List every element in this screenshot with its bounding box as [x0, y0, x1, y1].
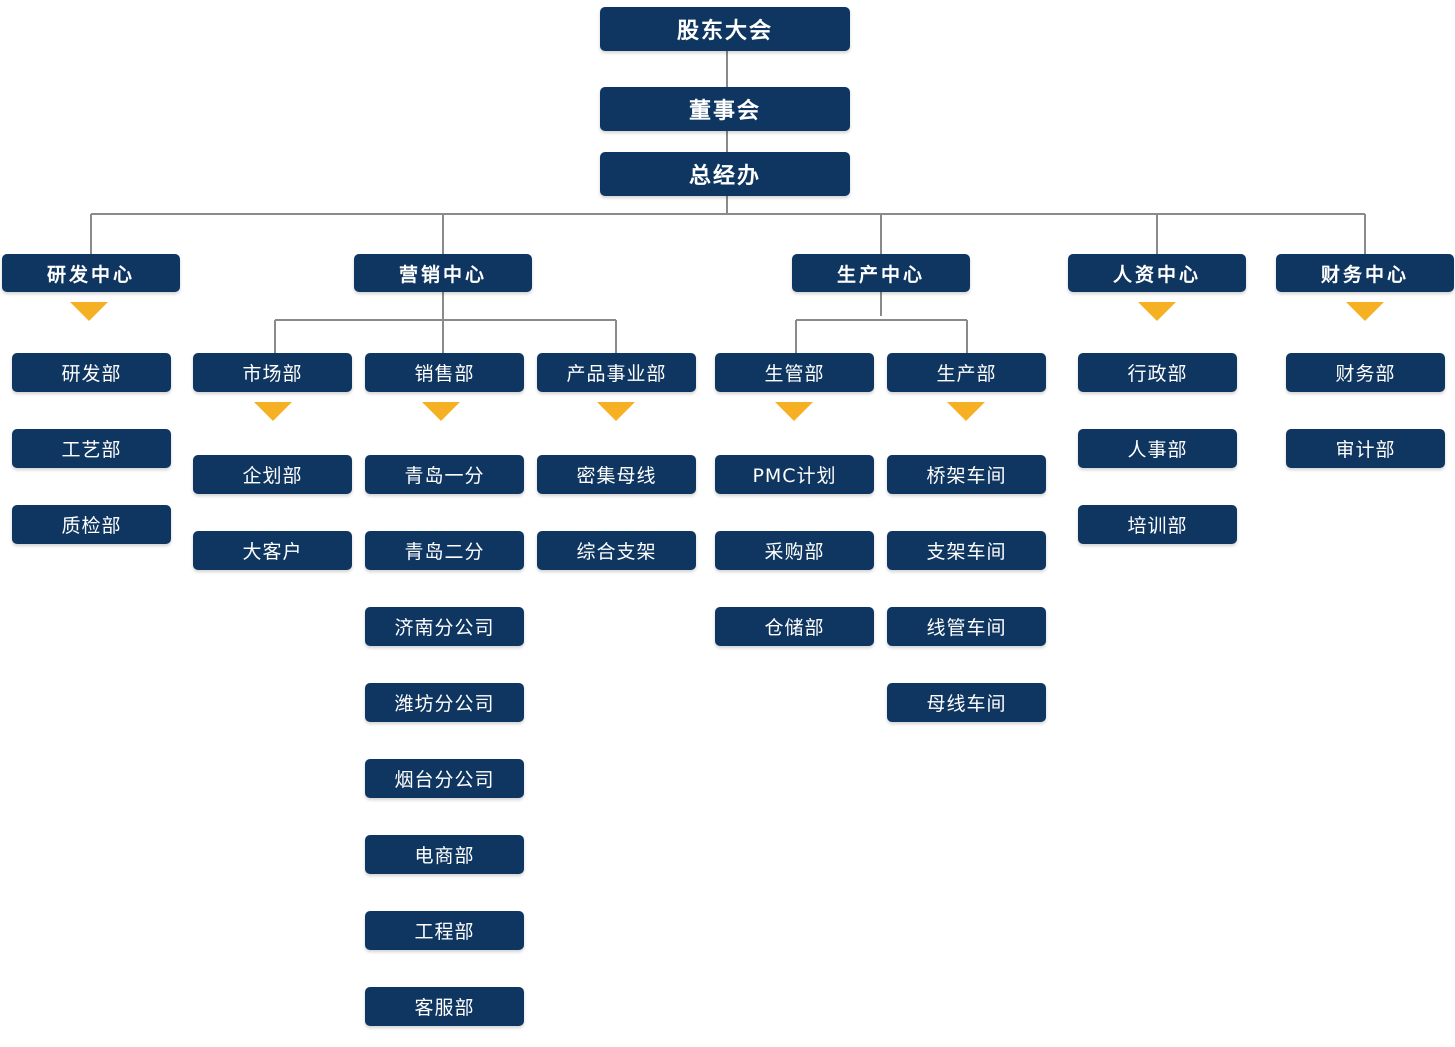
shareholders-meeting-label: 股东大会: [676, 19, 773, 44]
bracket-workshop-label: 支架车间: [926, 541, 1007, 563]
purchasing-dept-label: 采购部: [764, 541, 825, 563]
production-dept-arrow-icon: [947, 402, 985, 421]
planning-dept-box: 企划部: [193, 455, 352, 494]
qingdao-branch-1-label: 青岛一分: [404, 465, 485, 487]
hr-center-box: 人资中心: [1068, 254, 1246, 292]
admin-dept-box: 行政部: [1078, 353, 1237, 392]
bracket-workshop-box: 支架车间: [887, 531, 1046, 570]
finance-arrow-icon: [1346, 302, 1384, 321]
rnd-center-label: 研发中心: [46, 263, 135, 286]
weifang-branch-box: 潍坊分公司: [365, 683, 524, 722]
production-dept-box: 生产部: [887, 353, 1046, 392]
audit-dept-label: 审计部: [1335, 439, 1396, 461]
engineering-dept-box: 工程部: [365, 911, 524, 950]
busway-label: 密集母线: [576, 465, 657, 487]
busway-box: 密集母线: [537, 455, 696, 494]
finance-center-box: 财务中心: [1276, 254, 1454, 292]
quality-dept-box: 质检部: [12, 505, 171, 544]
audit-dept-box: 审计部: [1286, 429, 1445, 468]
rnd-dept-box: 研发部: [12, 353, 171, 392]
hr-center-label: 人资中心: [1112, 263, 1201, 286]
customer-service-box: 客服部: [365, 987, 524, 1026]
qingdao-branch-2-box: 青岛二分: [365, 531, 524, 570]
training-dept-box: 培训部: [1078, 505, 1237, 544]
support-bracket-label: 综合支架: [576, 541, 657, 563]
sales-arrow-icon: [422, 402, 460, 421]
ecommerce-dept-label: 电商部: [414, 845, 475, 867]
qingdao-branch-1-box: 青岛一分: [365, 455, 524, 494]
production-center-label: 生产中心: [836, 263, 925, 286]
yantai-branch-label: 烟台分公司: [394, 769, 495, 791]
planning-dept-label: 企划部: [242, 465, 303, 487]
product-division-box: 产品事业部: [537, 353, 696, 392]
admin-dept-label: 行政部: [1127, 363, 1188, 385]
process-dept-label: 工艺部: [61, 439, 122, 461]
warehouse-dept-label: 仓储部: [764, 617, 825, 639]
personnel-dept-box: 人事部: [1078, 429, 1237, 468]
production-mgmt-label: 生管部: [764, 363, 825, 385]
quality-dept-label: 质检部: [61, 515, 122, 537]
marketing-center-label: 营销中心: [398, 263, 487, 286]
purchasing-dept-box: 采购部: [715, 531, 874, 570]
market-arrow-icon: [254, 402, 292, 421]
general-manager-office-box: 总经办: [600, 152, 850, 196]
pmc-plan-box: PMC计划: [715, 455, 874, 494]
personnel-dept-label: 人事部: [1127, 439, 1188, 461]
board-of-directors-label: 董事会: [688, 99, 761, 124]
process-dept-box: 工艺部: [12, 429, 171, 468]
cable-tray-workshop-box: 桥架车间: [887, 455, 1046, 494]
sales-dept-label: 销售部: [414, 363, 475, 385]
product-arrow-icon: [597, 402, 635, 421]
conduit-workshop-box: 线管车间: [887, 607, 1046, 646]
market-dept-box: 市场部: [193, 353, 352, 392]
production-center-box: 生产中心: [792, 254, 970, 292]
board-of-directors-box: 董事会: [600, 87, 850, 131]
sales-dept-box: 销售部: [365, 353, 524, 392]
pmc-plan-label: PMC计划: [752, 465, 837, 487]
rnd-dept-label: 研发部: [61, 363, 122, 385]
support-bracket-box: 综合支架: [537, 531, 696, 570]
rnd-arrow-icon: [70, 302, 108, 321]
yantai-branch-box: 烟台分公司: [365, 759, 524, 798]
key-account-box: 大客户: [193, 531, 352, 570]
general-manager-office-label: 总经办: [688, 164, 761, 189]
rnd-center-box: 研发中心: [2, 254, 180, 292]
customer-service-label: 客服部: [414, 997, 475, 1019]
conduit-workshop-label: 线管车间: [926, 617, 1007, 639]
market-dept-label: 市场部: [242, 363, 303, 385]
production-mgmt-arrow-icon: [775, 402, 813, 421]
jinan-branch-box: 济南分公司: [365, 607, 524, 646]
finance-center-label: 财务中心: [1320, 263, 1409, 286]
qingdao-branch-2-label: 青岛二分: [404, 541, 485, 563]
training-dept-label: 培训部: [1127, 515, 1188, 537]
jinan-branch-label: 济南分公司: [394, 617, 495, 639]
finance-dept-label: 财务部: [1335, 363, 1396, 385]
hr-arrow-icon: [1138, 302, 1176, 321]
finance-dept-box: 财务部: [1286, 353, 1445, 392]
weifang-branch-label: 潍坊分公司: [394, 693, 495, 715]
production-dept-label: 生产部: [936, 363, 997, 385]
shareholders-meeting-box: 股东大会: [600, 7, 850, 51]
cable-tray-workshop-label: 桥架车间: [926, 465, 1007, 487]
busbar-workshop-label: 母线车间: [926, 693, 1007, 715]
production-mgmt-box: 生管部: [715, 353, 874, 392]
warehouse-dept-box: 仓储部: [715, 607, 874, 646]
engineering-dept-label: 工程部: [414, 921, 475, 943]
product-division-label: 产品事业部: [566, 363, 667, 385]
busbar-workshop-box: 母线车间: [887, 683, 1046, 722]
marketing-center-box: 营销中心: [354, 254, 532, 292]
key-account-label: 大客户: [242, 541, 303, 563]
ecommerce-dept-box: 电商部: [365, 835, 524, 874]
